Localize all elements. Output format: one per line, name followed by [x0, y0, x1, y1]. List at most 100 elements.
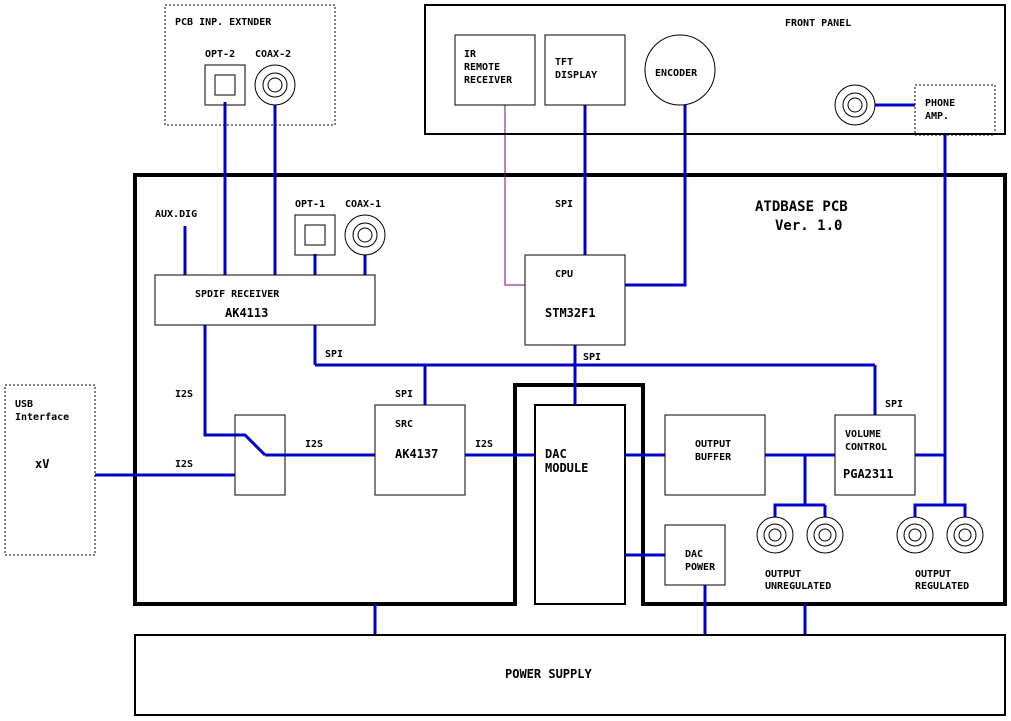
dac-power-line-1: DAC	[685, 549, 703, 560]
coax2-connector-icon	[254, 64, 296, 106]
i2s-label-switch: I2S	[305, 439, 323, 450]
unreg-jack-left-inner	[763, 523, 787, 547]
coax1-connector-core	[357, 227, 373, 243]
reg-jack-right-core	[958, 528, 972, 542]
volume-control-box	[834, 414, 916, 496]
output-buffer-line-2: BUFFER	[695, 452, 732, 463]
opt2-connector-icon	[204, 64, 246, 106]
dac-power-line-2: POWER	[685, 562, 716, 573]
output-unregulated-line-1: OUTPUT	[765, 569, 801, 580]
encoder-label: ENCODER	[655, 68, 698, 79]
phone-amp-box	[914, 84, 996, 136]
reg-jack-left-inner	[903, 523, 927, 547]
wire-reg-out	[913, 503, 945, 520]
output-buffer-box	[664, 414, 766, 496]
spdif-receiver-box	[154, 274, 376, 326]
ir-receiver-line-3: RECEIVER	[464, 75, 513, 86]
reg-jack-left-core	[908, 528, 922, 542]
aux-dig-label: AUX.DIG	[155, 209, 197, 220]
opt2-label: OPT-2	[205, 49, 235, 60]
coax1-label: COAX-1	[345, 199, 381, 210]
wire-unreg-out	[773, 455, 807, 520]
spi-label-tft: SPI	[555, 199, 573, 210]
cpu-name: CPU	[555, 269, 573, 280]
spi-label-cpu: SPI	[583, 352, 601, 363]
spi-label-bus: SPI	[325, 349, 343, 360]
unreg-jack-left-icon	[756, 516, 794, 554]
front-panel-box	[424, 4, 1006, 135]
tft-display-line-1: TFT	[555, 57, 573, 68]
spdif-receiver-name: SPDIF RECEIVER	[195, 289, 280, 300]
unreg-jack-right-icon	[806, 516, 844, 554]
ir-receiver-box	[454, 34, 536, 106]
wire-spdif-i2s	[203, 325, 267, 457]
ir-receiver-line-2: REMOTE	[464, 62, 500, 73]
coax2-connector-core	[267, 77, 283, 93]
regulated-outputs	[896, 516, 984, 554]
tft-display-box	[544, 34, 626, 106]
i2s-label-usb: I2S	[175, 459, 193, 470]
wires	[95, 102, 967, 635]
i2s-label-spdif: I2S	[175, 389, 193, 400]
opt1-connector-icon	[294, 214, 336, 256]
power-supply-label: POWER SUPPLY	[505, 667, 592, 681]
dac-module-line-2: MODULE	[545, 461, 588, 475]
opt1-connector-inner	[304, 224, 326, 246]
power-supply-box	[134, 634, 1006, 716]
volume-control-line-1: VOLUME	[845, 429, 881, 440]
reg-jack-right-icon	[946, 516, 984, 554]
ir-receiver-line-1: IR	[464, 49, 477, 60]
opt2-connector-inner	[214, 74, 236, 96]
spdif-receiver-chip: AK4113	[225, 306, 268, 320]
volume-control-chip: PGA2311	[843, 467, 894, 481]
output-buffer-line-1: OUTPUT	[695, 439, 731, 450]
unreg-jack-right-core	[818, 528, 832, 542]
output-regulated-line-2: REGULATED	[915, 581, 969, 592]
encoder-knob-icon	[644, 34, 716, 106]
unregulated-outputs	[756, 516, 844, 554]
src-box	[374, 404, 466, 496]
wire-reg-out-b	[945, 503, 967, 520]
output-regulated-line-1: OUTPUT	[915, 569, 951, 580]
pcb-title: ATDBASE PCB	[755, 199, 848, 215]
wire-encoder	[625, 105, 687, 287]
pcb-input-extender-box	[164, 4, 336, 126]
volume-control-line-2: CONTROL	[845, 442, 887, 453]
spi-label-vol: SPI	[885, 399, 903, 410]
pcb-board-outline	[133, 173, 1007, 606]
coax1-connector-inner	[352, 222, 378, 248]
output-unregulated-line-2: UNREGULATED	[765, 581, 831, 592]
coax2-connector-inner	[262, 72, 288, 98]
reg-jack-left-icon	[896, 516, 934, 554]
phone-amp-line-2: AMP.	[925, 111, 949, 122]
phone-amp-line-1: PHONE	[925, 98, 955, 109]
i2s-label-src: I2S	[475, 439, 493, 450]
dac-module-box	[534, 404, 626, 605]
dac-power-box	[664, 524, 726, 586]
opt1-label: OPT-1	[295, 199, 325, 210]
usb-interface-chip: xV	[35, 457, 49, 471]
headphone-jack-inner	[842, 92, 868, 118]
unreg-jack-left-core	[768, 528, 782, 542]
usb-interface-line-1: USB	[15, 399, 33, 410]
reg-jack-right-inner	[953, 523, 977, 547]
src-name: SRC	[395, 419, 413, 430]
cpu-box	[524, 254, 626, 346]
spi-label-src: SPI	[395, 389, 413, 400]
usb-interface-line-2: Interface	[15, 412, 69, 423]
usb-interface-box	[4, 384, 96, 556]
unreg-jack-right-inner	[813, 523, 837, 547]
cpu-chip: STM32F1	[545, 306, 596, 320]
headphone-jack-icon	[834, 84, 876, 126]
coax2-label: COAX-2	[255, 49, 291, 60]
tft-display-line-2: DISPLAY	[555, 70, 597, 81]
front-panel-title: FRONT PANEL	[785, 18, 851, 29]
input-switch-box	[234, 414, 286, 496]
dac-module-line-1: DAC	[545, 447, 567, 461]
pcb-version: Ver. 1.0	[775, 218, 842, 234]
pcb-input-extender-title: PCB INP. EXTNDER	[175, 17, 272, 28]
coax1-connector-icon	[344, 214, 386, 256]
wire-ir-remote	[504, 105, 525, 286]
src-chip: AK4137	[395, 447, 438, 461]
